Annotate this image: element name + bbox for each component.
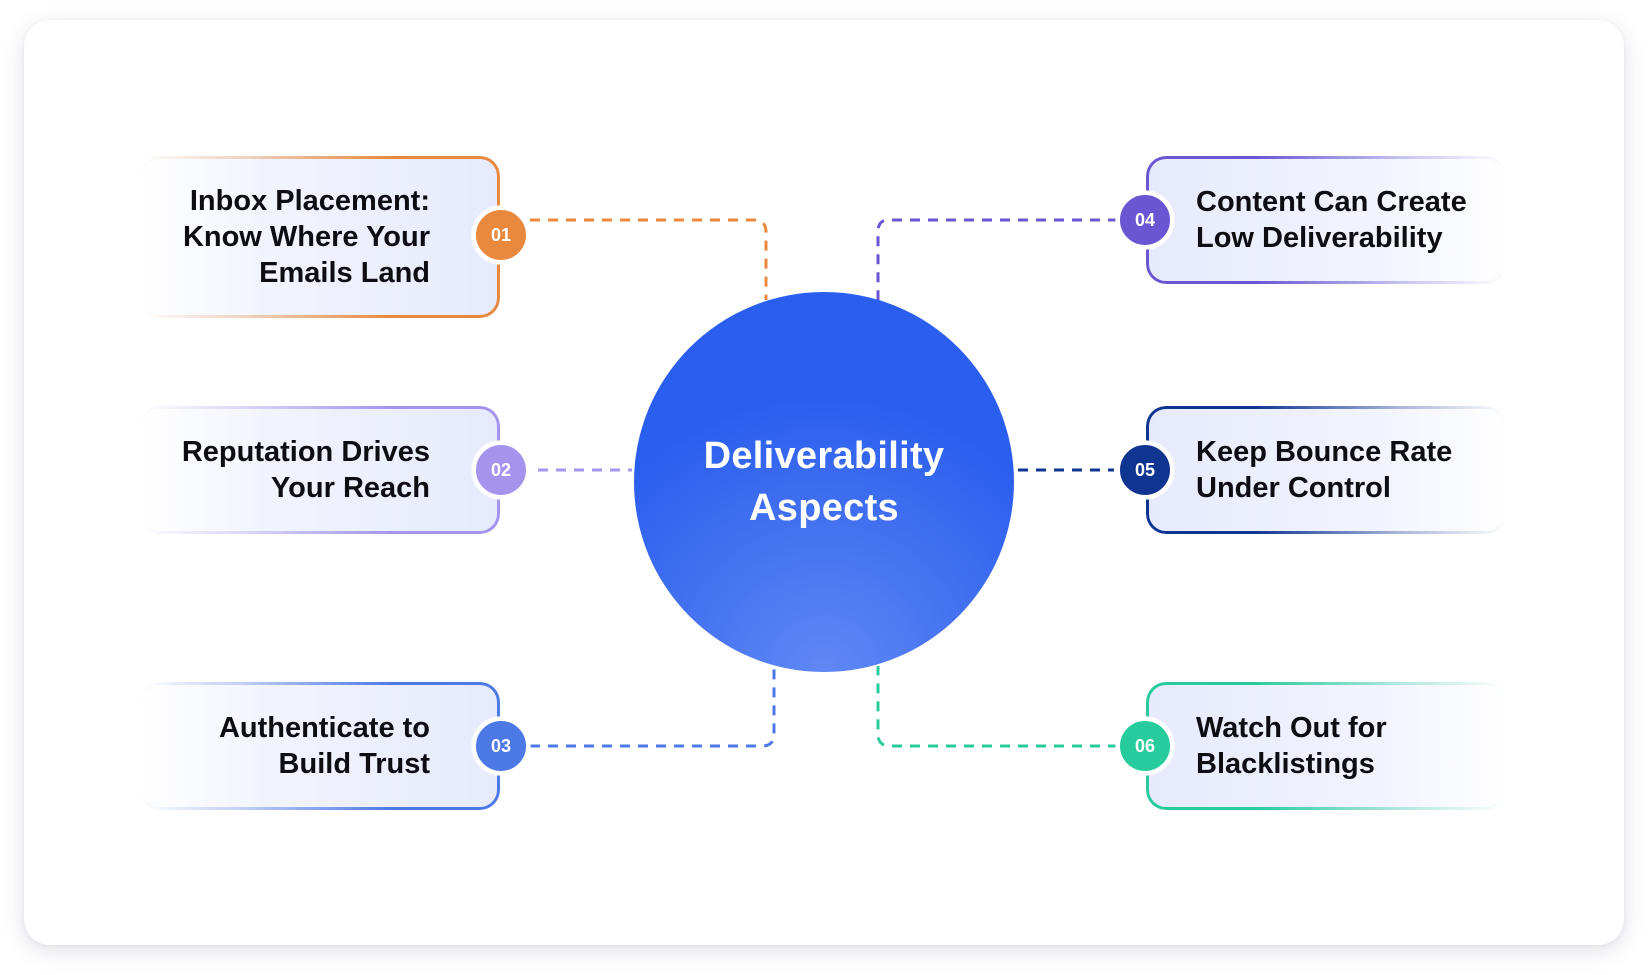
number-badge: 05	[1116, 441, 1174, 499]
aspect-title: Keep Bounce Rate Under Control	[1196, 436, 1453, 504]
aspect-title: Reputation Drives Your Reach	[181, 436, 430, 504]
hub-title: Deliverability Aspects	[703, 435, 945, 529]
connector-01	[530, 218, 768, 300]
aspect-card-03: Authenticate to Build Trust 03	[140, 682, 530, 810]
aspect-title: Content Can Create Low Deliverability	[1196, 186, 1467, 254]
number-badge: 01	[472, 206, 530, 264]
aspect-card-06: Watch Out for Blacklistings 06	[1116, 682, 1506, 810]
number-badge: 02	[472, 441, 530, 499]
number-badge: 06	[1116, 717, 1174, 775]
number-badge: 03	[472, 717, 530, 775]
aspect-card-02: Reputation Drives Your Reach 02	[140, 406, 530, 534]
aspect-title: Watch Out for Blacklistings	[1196, 712, 1387, 780]
aspect-card-01: Inbox Placement: Know Where Your Emails …	[140, 156, 530, 318]
connector-04	[876, 218, 1118, 300]
connector-03	[530, 666, 776, 748]
aspect-title: Inbox Placement: Know Where Your Emails …	[182, 185, 430, 289]
aspect-card-05: Keep Bounce Rate Under Control 05	[1116, 406, 1506, 534]
aspect-title: Authenticate to Build Trust	[218, 712, 430, 780]
number-badge: 04	[1116, 191, 1174, 249]
connector-06	[876, 666, 1118, 748]
aspect-card-04: Content Can Create Low Deliverability 04	[1116, 156, 1506, 284]
central-hub: Deliverability Aspects	[634, 292, 1014, 672]
